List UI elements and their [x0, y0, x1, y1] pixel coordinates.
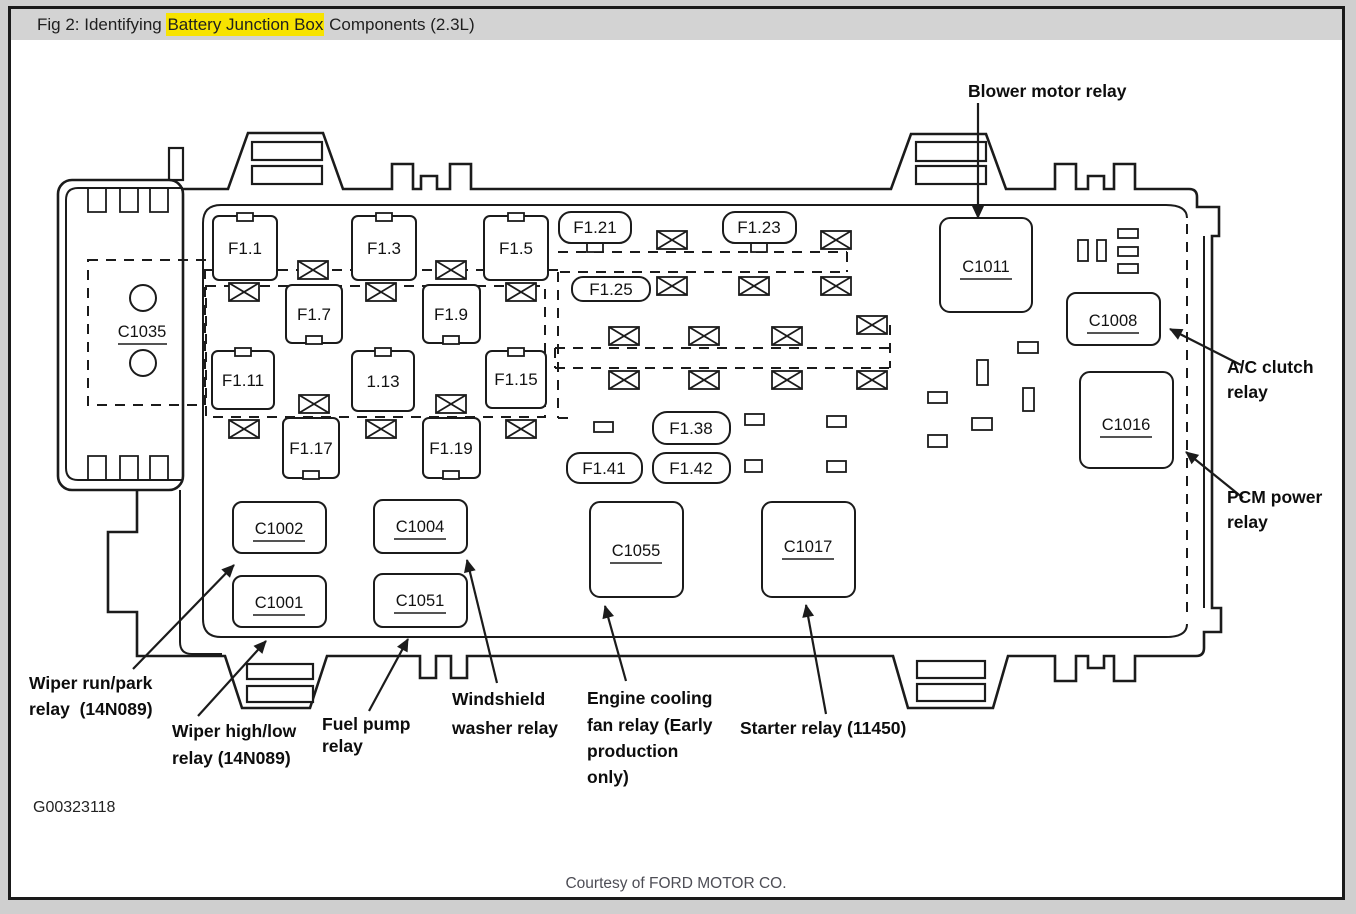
terminal-x-icon — [771, 326, 803, 346]
fuse-label-f1-41: F1.41 — [582, 459, 625, 478]
connector-label-c1002: C1002 — [255, 520, 304, 538]
terminal-x-icon — [298, 394, 330, 414]
fuse-label-f1-3: F1.3 — [367, 239, 401, 258]
wiper-run-park-relay-label-line2: relay (14N089) — [29, 699, 153, 719]
connector-label-c1011: C1011 — [962, 258, 1009, 276]
connector-label-c1051: C1051 — [396, 592, 445, 610]
terminal-x-icon — [856, 315, 888, 335]
fuse-label-1-13: 1.13 — [366, 372, 399, 391]
fuse-label-f1-9: F1.9 — [434, 305, 468, 324]
engine-cooling-fan-relay-arrow — [602, 605, 628, 682]
terminal-x-icon — [297, 260, 329, 280]
fuse-label-f1-11: F1.11 — [222, 371, 264, 390]
fuse-label-f1-25: F1.25 — [589, 280, 632, 299]
connector-label-c1035: C1035 — [118, 323, 167, 341]
figure-title-suffix: Components (2.3L) — [324, 15, 475, 34]
fuse-label-f1-7: F1.7 — [297, 305, 331, 324]
starter-relay-arrow — [802, 604, 828, 715]
callout-arrows — [132, 103, 1244, 717]
fuse-label-f1-19: F1.19 — [429, 439, 472, 458]
maxi-fuse-boxes — [211, 212, 549, 480]
windshield-washer-relay-arrow — [464, 559, 499, 684]
callout-labels: Blower motor relay A/C clutch relay PCM … — [29, 81, 1322, 787]
terminal-x-icon — [738, 276, 770, 296]
engine-cooling-fan-relay-label-line1: Engine cooling — [587, 688, 712, 708]
windshield-washer-relay-label-line2: washer relay — [451, 718, 558, 738]
fuse-label-f1-5: F1.5 — [499, 239, 533, 258]
figure-code: G00323118 — [33, 799, 116, 816]
figure-title-highlight: Battery Junction Box — [166, 13, 325, 36]
edge-mount-slots — [245, 140, 988, 704]
terminal-x-icon — [688, 370, 720, 390]
left-step-inner-line — [179, 490, 222, 655]
connector-label-c1001: C1001 — [255, 594, 304, 612]
ac-clutch-relay-label-line2: relay — [1227, 382, 1268, 402]
ac-clutch-relay-label-line1: A/C clutch — [1227, 357, 1314, 377]
pcm-power-relay-label-line1: PCM power — [1227, 487, 1322, 507]
fuse-label-f1-23: F1.23 — [737, 218, 780, 237]
connector-label-c1016: C1016 — [1102, 416, 1151, 434]
terminal-x-icon — [608, 370, 640, 390]
engine-cooling-fan-relay-label-line4: only) — [587, 767, 629, 787]
connector-label-c1017: C1017 — [784, 538, 833, 556]
connector-label-c1004: C1004 — [396, 518, 445, 536]
wiper-run-park-relay-arrow — [132, 564, 235, 670]
engine-cooling-fan-relay-label-line3: production — [587, 741, 678, 761]
blower-motor-relay-label: Blower motor relay — [968, 81, 1127, 101]
relay-connector-labels: C1011 C1008 C1016 C1002 C1001 C1004 C105… — [255, 258, 1151, 612]
blank-terminal-slots — [593, 228, 1139, 473]
connector-label-c1008: C1008 — [1089, 312, 1138, 330]
junction-box-inner-boundary — [202, 204, 1166, 638]
terminal-x-icon — [608, 326, 640, 346]
fuse-label-f1-38: F1.38 — [669, 419, 712, 438]
pcm-power-relay-arrow — [1185, 451, 1244, 499]
terminal-x-icon — [856, 370, 888, 390]
terminal-x-icon — [656, 230, 688, 250]
wiper-run-park-relay-label-line1: Wiper run/park — [29, 673, 153, 693]
mini-fuse-labels: F1.21 F1.23 F1.25 F1.38 F1.41 F1.42 — [573, 218, 780, 478]
terminal-x-icon — [771, 370, 803, 390]
fuse-label-f1-42: F1.42 — [669, 459, 712, 478]
fuse-label-f1-15: F1.15 — [494, 370, 537, 389]
windshield-washer-relay-label-line1: Windshield — [452, 689, 545, 709]
pcm-power-relay-label-line2: relay — [1227, 512, 1268, 532]
terminal-x-icon — [365, 419, 397, 439]
fuel-pump-relay-arrow — [368, 638, 409, 712]
figure-title-bar: Fig 2: Identifying Battery Junction Box … — [11, 9, 1342, 40]
terminal-x-icon — [365, 282, 397, 302]
connector-label-underlines — [253, 278, 1152, 616]
fuse-label-f1-17: F1.17 — [289, 439, 332, 458]
engine-cooling-fan-relay-label-line2: fan relay (Early — [587, 715, 713, 735]
connector-label-c1055: C1055 — [612, 542, 661, 560]
junction-box-outer-outline — [106, 131, 1223, 710]
connector-pin-hole — [129, 284, 157, 312]
terminal-x-icon — [505, 282, 537, 302]
terminal-x-icon — [228, 282, 260, 302]
terminal-x-icon — [228, 419, 260, 439]
figure-title-prefix: Fig 2: Identifying — [37, 15, 167, 34]
fuel-pump-relay-label-line2: relay — [322, 736, 363, 756]
inner-boundary-corner-top-right — [1165, 204, 1188, 219]
terminal-x-icon — [435, 394, 467, 414]
fuse-label-f1-21: F1.21 — [573, 218, 616, 237]
fuel-pump-relay-label-line1: Fuel pump — [322, 714, 410, 734]
fuse-label-f1-1: F1.1 — [228, 239, 262, 258]
terminal-x-icon — [820, 230, 852, 250]
wiper-high-low-relay-label-line2: relay (14N089) — [172, 748, 291, 768]
connector-pin-hole — [129, 349, 157, 377]
inner-boundary-corner-bottom-right — [1165, 623, 1188, 638]
wiper-high-low-relay-label-line1: Wiper high/low — [172, 721, 297, 741]
courtesy-line: Courtesy of FORD MOTOR CO. — [565, 875, 786, 892]
terminal-x-icon — [820, 276, 852, 296]
ac-clutch-relay-arrow — [1169, 328, 1242, 366]
terminal-x-icon — [435, 260, 467, 280]
wiper-high-low-relay-arrow — [197, 640, 267, 717]
maxi-fuse-labels: F1.1 F1.3 F1.5 F1.7 F1.9 F1.11 1.13 F1.1… — [222, 239, 538, 458]
terminal-x-icon — [688, 326, 720, 346]
terminal-x-icon — [505, 419, 537, 439]
mini-fuse-boxes — [558, 211, 797, 484]
left-connector-housing: C1035 — [56, 146, 206, 492]
terminal-x-icon — [656, 276, 688, 296]
starter-relay-label: Starter relay (11450) — [740, 718, 906, 738]
